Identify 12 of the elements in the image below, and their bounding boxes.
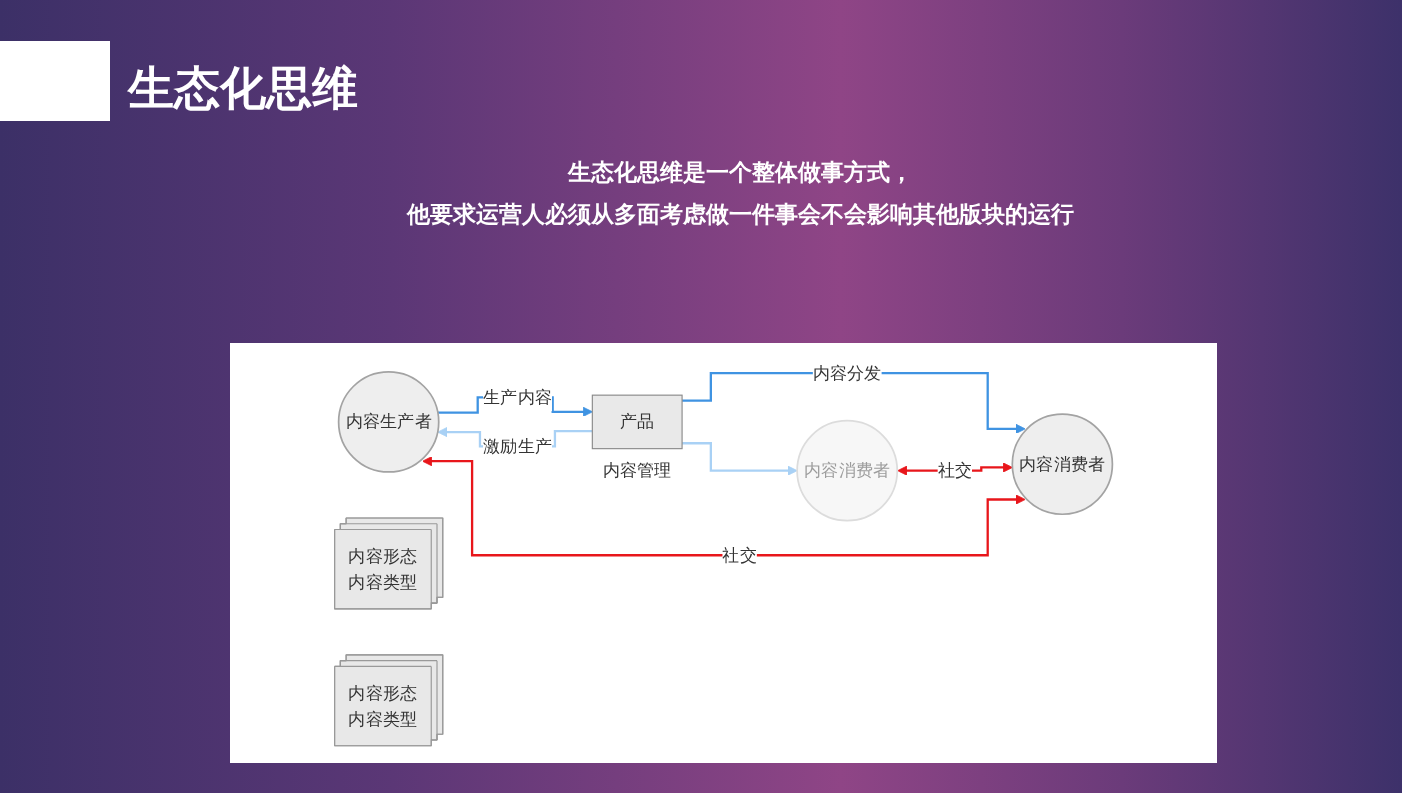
actor-circle: 内容消费者 <box>1011 413 1114 516</box>
arrow <box>682 442 798 476</box>
actor-circle: 内容消费者 <box>796 419 899 522</box>
actor-circle: 内容生产者 <box>337 371 440 473</box>
stacked-box: 内容形态 内容类型 <box>334 517 444 610</box>
subtitle-text: 他要求运营人必须从多面考虑做一件事会不会影响其他版块的运行 <box>406 200 1074 229</box>
subtitle-text: 生态化思维是一个整体做事方式， <box>567 158 913 187</box>
process-box: 产品 <box>591 394 683 450</box>
node-caption: 内容管理 <box>603 460 672 481</box>
stacked-box: 内容形态 内容类型 <box>334 654 444 747</box>
slide-title: 生态化思维 <box>128 61 358 116</box>
arrow <box>422 456 1026 557</box>
